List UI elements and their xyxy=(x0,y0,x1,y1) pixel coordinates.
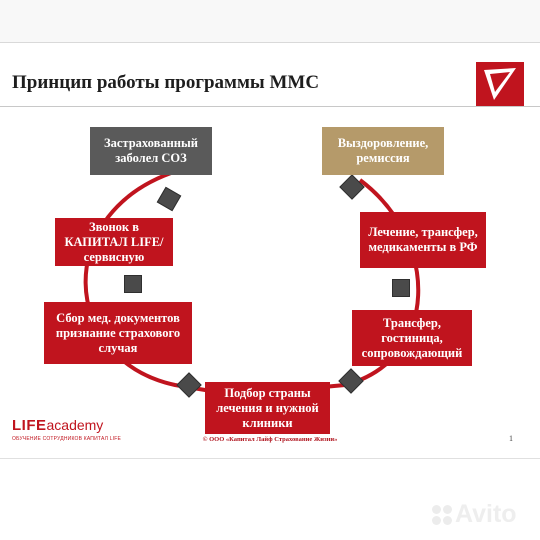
life-academy-logo: LIFEacademy xyxy=(12,417,104,434)
slide-title: Принцип работы программы ММС xyxy=(12,72,320,93)
top-divider xyxy=(0,42,540,43)
step-transfer-hotel: Трансфер,гостиница,сопровождающий xyxy=(352,310,472,366)
connector-5 xyxy=(392,279,410,297)
step-recovery: Выздоровление,ремиссия xyxy=(322,127,444,175)
brand-tagline: ОБУЧЕНИЕ СОТРУДНИКОВ КАПИТАЛ LIFE xyxy=(12,436,122,442)
avito-dots-icon xyxy=(432,504,452,525)
step-treatment: Лечение, трансфер,медикаменты в РФ xyxy=(360,212,486,268)
avito-watermark: Avito xyxy=(432,500,517,529)
bottom-divider xyxy=(0,458,540,459)
top-band xyxy=(0,0,540,42)
page-number: 1 xyxy=(509,434,513,443)
connector-2 xyxy=(124,275,142,293)
title-divider xyxy=(0,106,540,107)
checkmark-logo-icon xyxy=(476,62,524,106)
copyright-text: © ООО «Капитал Лайф Страхование Жизни» xyxy=(202,436,338,443)
